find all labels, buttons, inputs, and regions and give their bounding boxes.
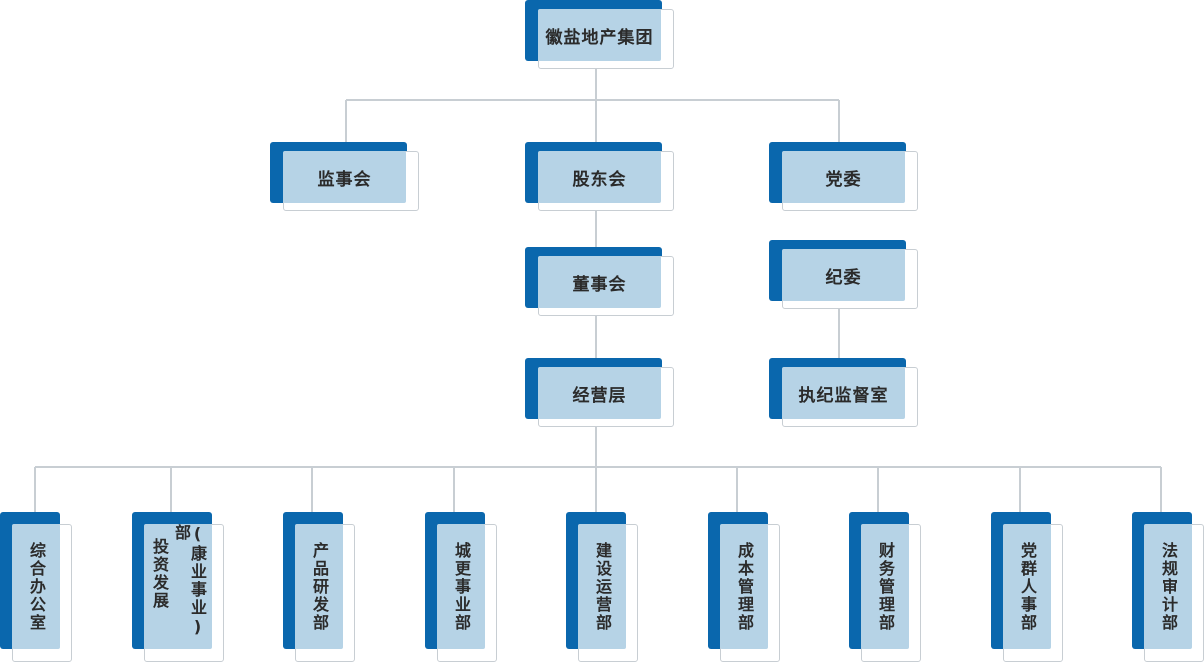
dept-construction: 建设运营部 xyxy=(566,512,640,662)
root-node: 徽盐地产集团 xyxy=(525,0,675,70)
dept-hr: 党群人事部 xyxy=(991,512,1065,662)
supervisory-board-node: 监事会 xyxy=(270,142,420,212)
management-label: 经营层 xyxy=(538,367,661,419)
dept-product-rnd: 产品研发部 xyxy=(283,512,357,662)
party-committee-node: 党委 xyxy=(769,142,919,212)
dept-label: 财务管理部 xyxy=(876,541,895,632)
dept-cost: 成本管理部 xyxy=(708,512,782,662)
supervisory-board-label: 监事会 xyxy=(283,151,406,203)
board-node: 董事会 xyxy=(525,247,675,317)
dept-legal-audit: 法规审计部 xyxy=(1132,512,1204,662)
shareholders-node: 股东会 xyxy=(525,142,675,212)
dept-label: 城更事业部 xyxy=(452,541,471,632)
shareholders-label: 股东会 xyxy=(538,151,661,203)
dept-general-office: 综合办公室 xyxy=(0,512,74,662)
dept-label: 法规审计部 xyxy=(1159,541,1178,632)
root-label: 徽盐地产集团 xyxy=(538,9,661,61)
dept-label: 综合办公室 xyxy=(27,541,46,632)
supervision-office-node: 执纪监督室 xyxy=(769,358,919,428)
dept-label: 产品研发部 xyxy=(310,541,329,632)
board-label: 董事会 xyxy=(538,256,661,308)
party-committee-label: 党委 xyxy=(782,151,905,203)
management-node: 经营层 xyxy=(525,358,675,428)
dept-label-second-line: 投资发展 xyxy=(150,538,169,610)
dept-investment: (康业事业)部 投资发展 xyxy=(132,512,226,662)
dept-label: 成本管理部 xyxy=(735,541,754,632)
dept-finance: 财务管理部 xyxy=(849,512,923,662)
dept-label: 党群人事部 xyxy=(1018,541,1037,632)
discipline-committee-label: 纪委 xyxy=(782,249,905,301)
supervision-office-label: 执纪监督室 xyxy=(782,367,905,419)
dept-urban-renewal: 城更事业部 xyxy=(425,512,499,662)
discipline-committee-node: 纪委 xyxy=(769,240,919,310)
dept-label: 建设运营部 xyxy=(593,541,612,632)
dept-label: (康业事业)部 xyxy=(172,524,207,638)
